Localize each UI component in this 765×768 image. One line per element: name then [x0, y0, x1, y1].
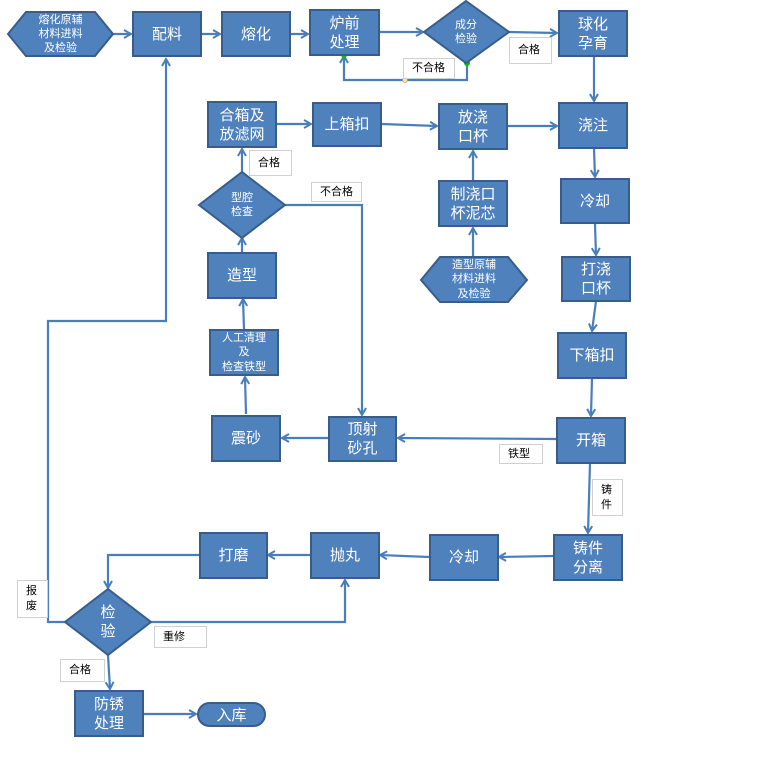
open-flask-box[interactable]: 开箱 — [556, 417, 626, 464]
spheroidizing-box[interactable]: 球化 孕育 — [558, 10, 628, 57]
knock-cup-box[interactable]: 打浇 口杯 — [561, 256, 631, 302]
warehouse-terminal[interactable]: 入库 — [197, 702, 266, 727]
pass-label-composition: 合格 — [509, 37, 552, 64]
inspection-diamond[interactable] — [63, 587, 153, 657]
melting-box[interactable]: 熔化 — [221, 11, 291, 57]
arrow-pouring-to-cooling — [594, 148, 595, 177]
arrow-check-to-spheroidizing — [508, 32, 557, 33]
cooling-box-2[interactable]: 冷却 — [429, 534, 499, 581]
scrap-label: 报 废 — [17, 580, 48, 618]
molding-box[interactable]: 造型 — [207, 252, 277, 299]
arrow-open-to-topshot — [398, 438, 557, 439]
upper-flask-box[interactable]: 上箱扣 — [312, 102, 382, 147]
raw-material-hexagon[interactable] — [6, 11, 115, 57]
cavity-check-diamond[interactable] — [197, 170, 287, 240]
lower-flask-box[interactable]: 下箱扣 — [557, 332, 627, 379]
arrow-cooling-to-knock — [595, 223, 596, 255]
arrow-inspection-repair — [151, 580, 345, 624]
fail-label-composition: 不合格 — [403, 58, 455, 79]
rust-prevention-box[interactable]: 防锈 处理 — [74, 690, 144, 737]
composition-check-diamond[interactable] — [422, 0, 511, 65]
shakeout-box[interactable]: 震砂 — [211, 415, 281, 462]
grinding-box[interactable]: 打磨 — [199, 532, 268, 579]
pre-furnace-box[interactable]: 炉前 处理 — [309, 9, 380, 56]
pouring-cup-box[interactable]: 放浇 口杯 — [438, 103, 508, 150]
arrow-separation-to-cooling — [499, 556, 554, 557]
arrow-lowerflask-to-open — [591, 377, 592, 416]
batching-box[interactable]: 配料 — [132, 11, 202, 57]
casting-separation-box[interactable]: 铸件 分离 — [553, 534, 623, 581]
closing-filter-box[interactable]: 合箱及 放滤网 — [207, 101, 277, 148]
fail-label-cavity: 不合格 — [311, 182, 362, 202]
arrow-inspection-scrap — [46, 59, 166, 624]
arrow-cooling-to-shotblast — [380, 555, 430, 557]
arrow-upperflask-to-cup — [381, 124, 437, 126]
pouring-box[interactable]: 浇注 — [558, 102, 628, 149]
casting-label: 铸 件 — [592, 479, 623, 516]
arrow-grinding-to-inspection — [108, 553, 199, 588]
cooling-box-1[interactable]: 冷却 — [560, 178, 630, 224]
iron-mold-label: 铁型 — [499, 444, 543, 464]
pass-label-cavity: 合格 — [249, 150, 292, 176]
core-material-hexagon[interactable] — [419, 256, 529, 303]
arrow-clean-to-molding — [243, 299, 244, 330]
arrow-inspection-to-rust — [108, 654, 110, 689]
arrow-shakeout-to-clean — [245, 377, 246, 415]
shot-blast-box[interactable]: 抛丸 — [310, 532, 380, 579]
make-cup-core-box[interactable]: 制浇口 杯泥芯 — [438, 180, 508, 227]
arrow-open-to-separation — [588, 462, 590, 533]
pass-label-inspection: 合格 — [60, 659, 105, 682]
repair-label: 重修 — [154, 626, 207, 648]
manual-clean-box[interactable]: 人工清理 及 检查铁型 — [209, 329, 279, 376]
arrow-knock-to-lowerflask — [592, 300, 596, 331]
top-shot-box[interactable]: 顶射 砂孔 — [328, 416, 397, 462]
arrow-cavity-fail — [285, 203, 362, 415]
